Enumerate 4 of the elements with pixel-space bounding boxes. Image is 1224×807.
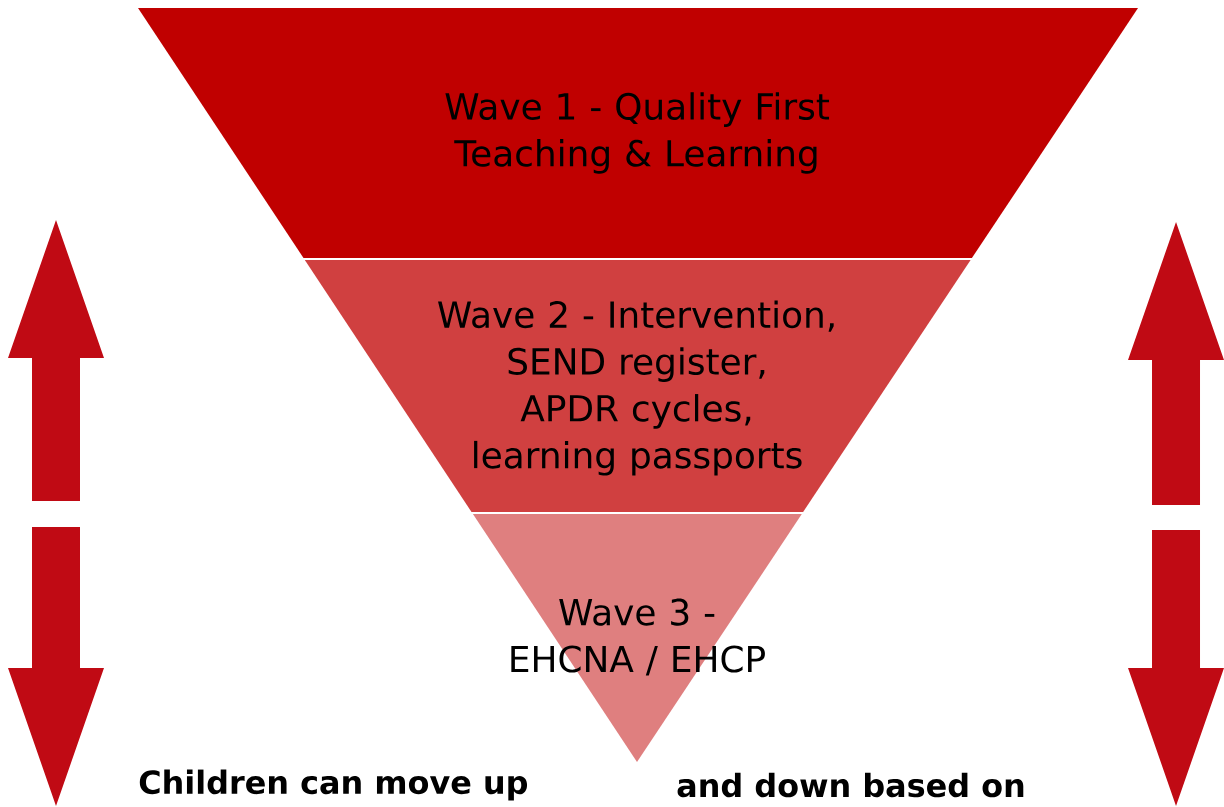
caption-text: Children can move up [139, 769, 528, 801]
wave-band: Wave 2 - Intervention, SEND register, APDR cycles, learning passports [304, 260, 971, 512]
wave-band: Wave 1 - Quality First Teaching & Learning [138, 8, 1138, 258]
caption-text: and down based on [677, 772, 1024, 798]
